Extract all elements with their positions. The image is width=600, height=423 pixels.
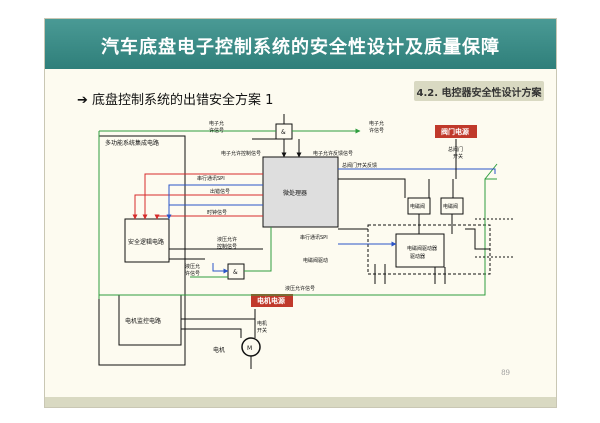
- svg-text:许信号: 许信号: [209, 127, 224, 134]
- ecu-enable-left: 电子允 许信号: [209, 120, 224, 134]
- serial-spi-right-label: 串行通讯SPI: [300, 234, 328, 241]
- svg-text:许信号: 许信号: [185, 270, 200, 277]
- hydraulic-enable-ctrl: 液压允许 控制信号: [217, 236, 237, 250]
- bottom-bar: [45, 397, 556, 407]
- and-gate-top-label: &: [281, 129, 286, 136]
- valve-driver-label: 电磁阀驱动器: [407, 245, 437, 252]
- motor-label: 电机: [213, 346, 225, 354]
- slide-title: 汽车底盘电子控制系统的安全性设计及质量保障: [101, 37, 500, 58]
- clock-signal-label: 时钟信号: [207, 209, 227, 216]
- section-tag-text: 4.2. 电控器安全性设计方案: [416, 88, 542, 99]
- valve-driver-label-2: 驱动器: [410, 253, 425, 260]
- motor-power-label: 电机电源: [257, 296, 285, 305]
- ecu-enable-ctrl-label: 电子允许控制信号: [221, 150, 261, 157]
- hydraulic-enable-left: 液压允 许信号: [185, 263, 200, 277]
- multi-ic-label: 多功能系统集成电路: [105, 139, 159, 147]
- solenoid-2-label: 电磁阀: [443, 203, 458, 210]
- svg-text:总阀门: 总阀门: [448, 146, 463, 153]
- black-lines: [169, 114, 515, 369]
- serial-spi-left-label: 串行通讯SPI: [197, 175, 225, 182]
- blue-lines: [166, 168, 496, 274]
- and-gate-mid-label: &: [233, 269, 238, 276]
- multi-ic-box: [98, 135, 186, 366]
- svg-text:控制信号: 控制信号: [217, 243, 237, 250]
- valve-power-label: 阀门电源: [441, 127, 469, 136]
- error-signal-label: 出错信号: [210, 188, 230, 195]
- main-valve-switch: 总阀门 开关: [448, 146, 463, 160]
- red-lines: [132, 173, 263, 220]
- hydraulic-enable-bottom-label: 液压允许信号: [285, 285, 315, 292]
- svg-text:开关: 开关: [257, 327, 267, 334]
- svg-text:电子允: 电子允: [369, 120, 384, 127]
- ecu-enable-right: 电子允 许信号: [369, 120, 384, 134]
- svg-text:液压允许: 液压允许: [217, 236, 237, 243]
- motor-power-box: [251, 294, 293, 307]
- svg-text:电机: 电机: [257, 320, 267, 327]
- svg-text:电子允: 电子允: [209, 120, 224, 127]
- valve-driver-box: [395, 233, 445, 268]
- svg-text:许信号: 许信号: [369, 127, 384, 134]
- section-tag: 4.2. 电控器安全性设计方案: [414, 81, 544, 101]
- safety-logic-label: 安全逻辑电路: [128, 238, 164, 246]
- solenoid-1-label: 电磁阀: [410, 203, 425, 210]
- valve-power-box: [435, 125, 477, 138]
- motor-monitor-label: 电机监控电路: [125, 317, 161, 325]
- microprocessor-label: 微处理器: [283, 189, 307, 197]
- main-valve-feedback-label: 总阀门开关反馈: [342, 162, 377, 169]
- microprocessor-box: [262, 156, 339, 228]
- motor-symbol-label: M: [247, 345, 252, 352]
- title-bar: 汽车底盘电子控制系统的安全性设计及质量保障: [45, 19, 556, 69]
- green-lines: [98, 128, 498, 299]
- page-number: 89: [501, 369, 510, 377]
- subtitle-text: 底盘控制系统的出错安全方案 1: [92, 93, 274, 108]
- svg-text:液压允: 液压允: [185, 263, 200, 270]
- svg-text:开关: 开关: [453, 153, 463, 160]
- motor-switch: 电机 开关: [257, 320, 267, 334]
- arrow-icon: ➔: [77, 93, 93, 108]
- ecu-enable-feedback-label: 电子允许反馈信号: [313, 150, 353, 157]
- slide: 汽车底盘电子控制系统的安全性设计及质量保障 4.2. 电控器安全性设计方案 ➔ …: [44, 18, 557, 408]
- slide-subtitle: ➔ 底盘控制系统的出错安全方案 1: [77, 89, 273, 108]
- valve-drive-label: 电磁阀驱动: [303, 257, 328, 264]
- safety-diagram: 多功能系统集成电路 安全逻辑电路 电机监控电路 微处理器 & & 电磁阀驱动器 …: [98, 114, 515, 369]
